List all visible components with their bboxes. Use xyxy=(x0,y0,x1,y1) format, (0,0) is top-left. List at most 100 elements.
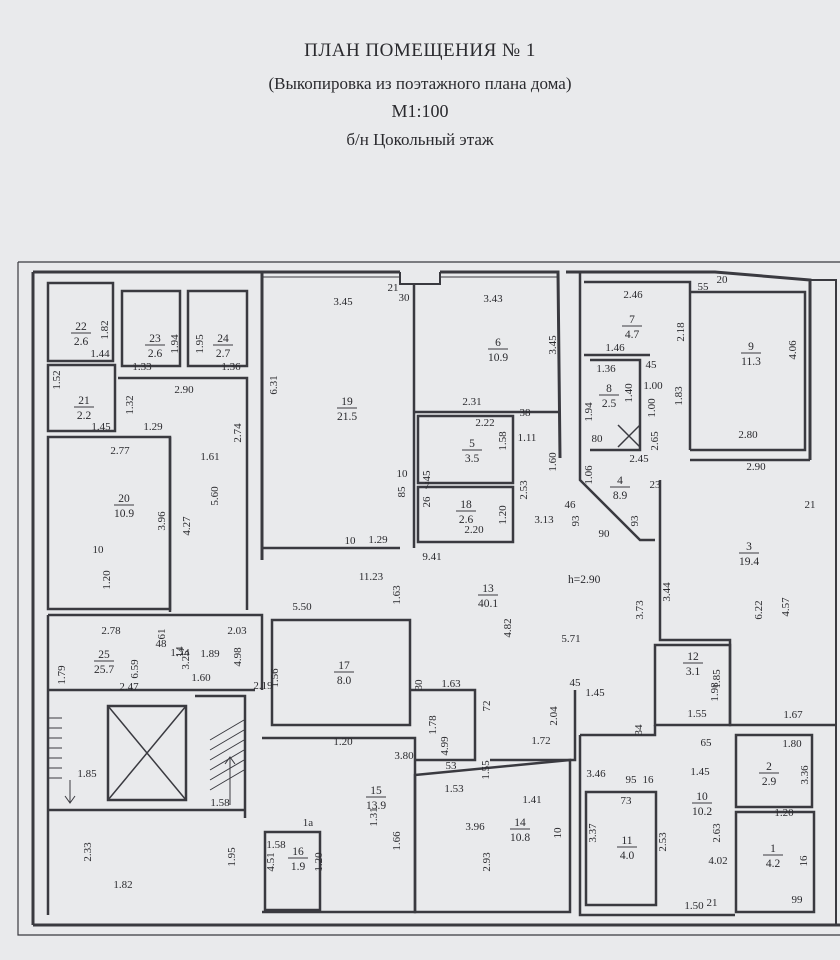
dimension-label: 2.45 xyxy=(629,453,649,465)
dimension-label: 45 xyxy=(646,359,658,371)
dimension-label: 4.06 xyxy=(787,340,799,360)
room-number: 7 xyxy=(629,314,635,326)
dimension-label: 99 xyxy=(792,894,804,906)
dimension-label: 1.31 xyxy=(368,807,380,826)
dimension-label: 4.51 xyxy=(265,852,277,871)
room-number: 11 xyxy=(621,835,632,847)
dimension-label: 3.96 xyxy=(156,511,168,531)
dimension-label: 1.36 xyxy=(221,361,241,373)
dimension-label: 1.60 xyxy=(191,672,211,684)
plan-scale: М1:100 xyxy=(391,101,449,121)
dimension-label: 45 xyxy=(421,470,433,482)
dimension-label: 1.82 xyxy=(99,320,111,339)
dimension-label: 93 xyxy=(629,515,641,527)
dimension-label: 1.79 xyxy=(56,665,68,685)
dimension-label: 1.36 xyxy=(596,363,616,375)
ceiling-height: h=2.90 xyxy=(568,574,601,586)
dimension-label: 93 xyxy=(570,515,582,527)
dimension-label: 3.80 xyxy=(394,750,414,762)
dimension-label: 2.80 xyxy=(738,429,758,441)
dimension-label: 1.53 xyxy=(444,783,464,795)
dimension-label: 85 xyxy=(396,486,408,498)
dimension-label: 1.58 xyxy=(266,839,286,851)
dimension-label: 4.99 xyxy=(439,736,451,756)
dimension-label: 1.80 xyxy=(782,738,802,750)
dimension-label: 4.82 xyxy=(502,618,514,637)
room-area: 13.9 xyxy=(366,800,386,812)
dimension-label: 1.85 xyxy=(77,768,97,780)
plan-title: ПЛАН ПОМЕЩЕНИЯ № 1 xyxy=(304,40,536,61)
outer-walls xyxy=(17,261,840,936)
dimension-label: 4.27 xyxy=(181,516,193,536)
dimension-label: 6.22 xyxy=(753,600,765,619)
room-area: 2.5 xyxy=(602,398,617,410)
dimension-label: 30 xyxy=(399,292,411,304)
dimension-label: 2.63 xyxy=(711,823,723,843)
room-area: 2.6 xyxy=(148,348,163,360)
room-area: 25.7 xyxy=(94,664,114,676)
room-area: 8.9 xyxy=(613,490,628,502)
dimension-label: 1.45 xyxy=(585,687,605,699)
dimension-label: 1.29 xyxy=(143,421,163,433)
dimension-label: 2.33 xyxy=(82,842,94,862)
room-number: 22 xyxy=(75,321,87,333)
dimension-label: 3.37 xyxy=(587,823,599,843)
room-number: 16 xyxy=(292,846,304,858)
dimension-label: 80 xyxy=(592,433,604,445)
room-area: 10.9 xyxy=(488,352,508,364)
dimension-label: 55 xyxy=(698,281,710,293)
room-area: 10.2 xyxy=(692,806,712,818)
room-area: 21.5 xyxy=(337,411,357,423)
room-area: 2.6 xyxy=(74,336,89,348)
dimension-label: 2.31 xyxy=(462,396,481,408)
dimension-label: 3.25 xyxy=(180,650,192,670)
room-area: 11.3 xyxy=(741,356,761,368)
dimension-label: 7 xyxy=(424,480,430,492)
room-number: 19 xyxy=(341,396,353,408)
room-area: 4.0 xyxy=(620,850,635,862)
dimension-label: 9.41 xyxy=(422,551,441,563)
dimension-label: 3.44 xyxy=(661,582,673,602)
room-area: 3.1 xyxy=(686,666,701,678)
dimension-label: 6.31 xyxy=(268,375,280,394)
dimension-label: 65 xyxy=(701,737,713,749)
dimension-label: 1.95 xyxy=(194,334,206,354)
dimension-label: 3.45 xyxy=(333,296,353,308)
dimension-label: 3.45 xyxy=(547,335,559,355)
dimension-label: 73 xyxy=(621,795,633,807)
dimension-label: 5.60 xyxy=(209,486,221,506)
dimension-label: 1.56 xyxy=(269,668,281,688)
dimension-label: 53 xyxy=(446,760,458,772)
room-number: 2 xyxy=(766,761,772,773)
dimension-label: 1.89 xyxy=(200,648,220,660)
dimension-label: 1.20 xyxy=(313,852,325,872)
dimension-label: 4.57 xyxy=(780,597,792,617)
dimension-label: 4.98 xyxy=(232,647,244,667)
room-number: 14 xyxy=(514,817,526,829)
room-area: 2.6 xyxy=(459,514,474,526)
room-area: 8.0 xyxy=(337,675,352,687)
room-area: 10.9 xyxy=(114,508,134,520)
dimension-label: 1.50 xyxy=(684,900,704,912)
dimension-label: 11.23 xyxy=(359,571,384,583)
dimension-label: 1.67 xyxy=(783,709,803,721)
room-number: 18 xyxy=(460,499,472,511)
dimension-label: 1.44 xyxy=(90,348,110,360)
dimension-label: 1.58 xyxy=(210,797,230,809)
dimension-label: 1.82 xyxy=(113,879,132,891)
room-area: 10.8 xyxy=(510,832,530,844)
dimension-label: 1.85 xyxy=(711,669,723,689)
room-number: 21 xyxy=(78,395,90,407)
door-swing xyxy=(617,424,641,448)
dimension-label: 10 xyxy=(552,827,564,839)
dimension-label: 3.96 xyxy=(465,821,485,833)
dimension-label: 48 xyxy=(156,638,168,650)
dimension-label: 16 xyxy=(798,855,810,867)
room-number: 5 xyxy=(469,438,475,450)
dimension-label: 1.45 xyxy=(690,766,710,778)
dimension-label: 5.71 xyxy=(561,633,580,645)
room-number: 9 xyxy=(748,341,754,353)
stairs xyxy=(48,717,245,805)
room-number: 24 xyxy=(217,333,229,345)
